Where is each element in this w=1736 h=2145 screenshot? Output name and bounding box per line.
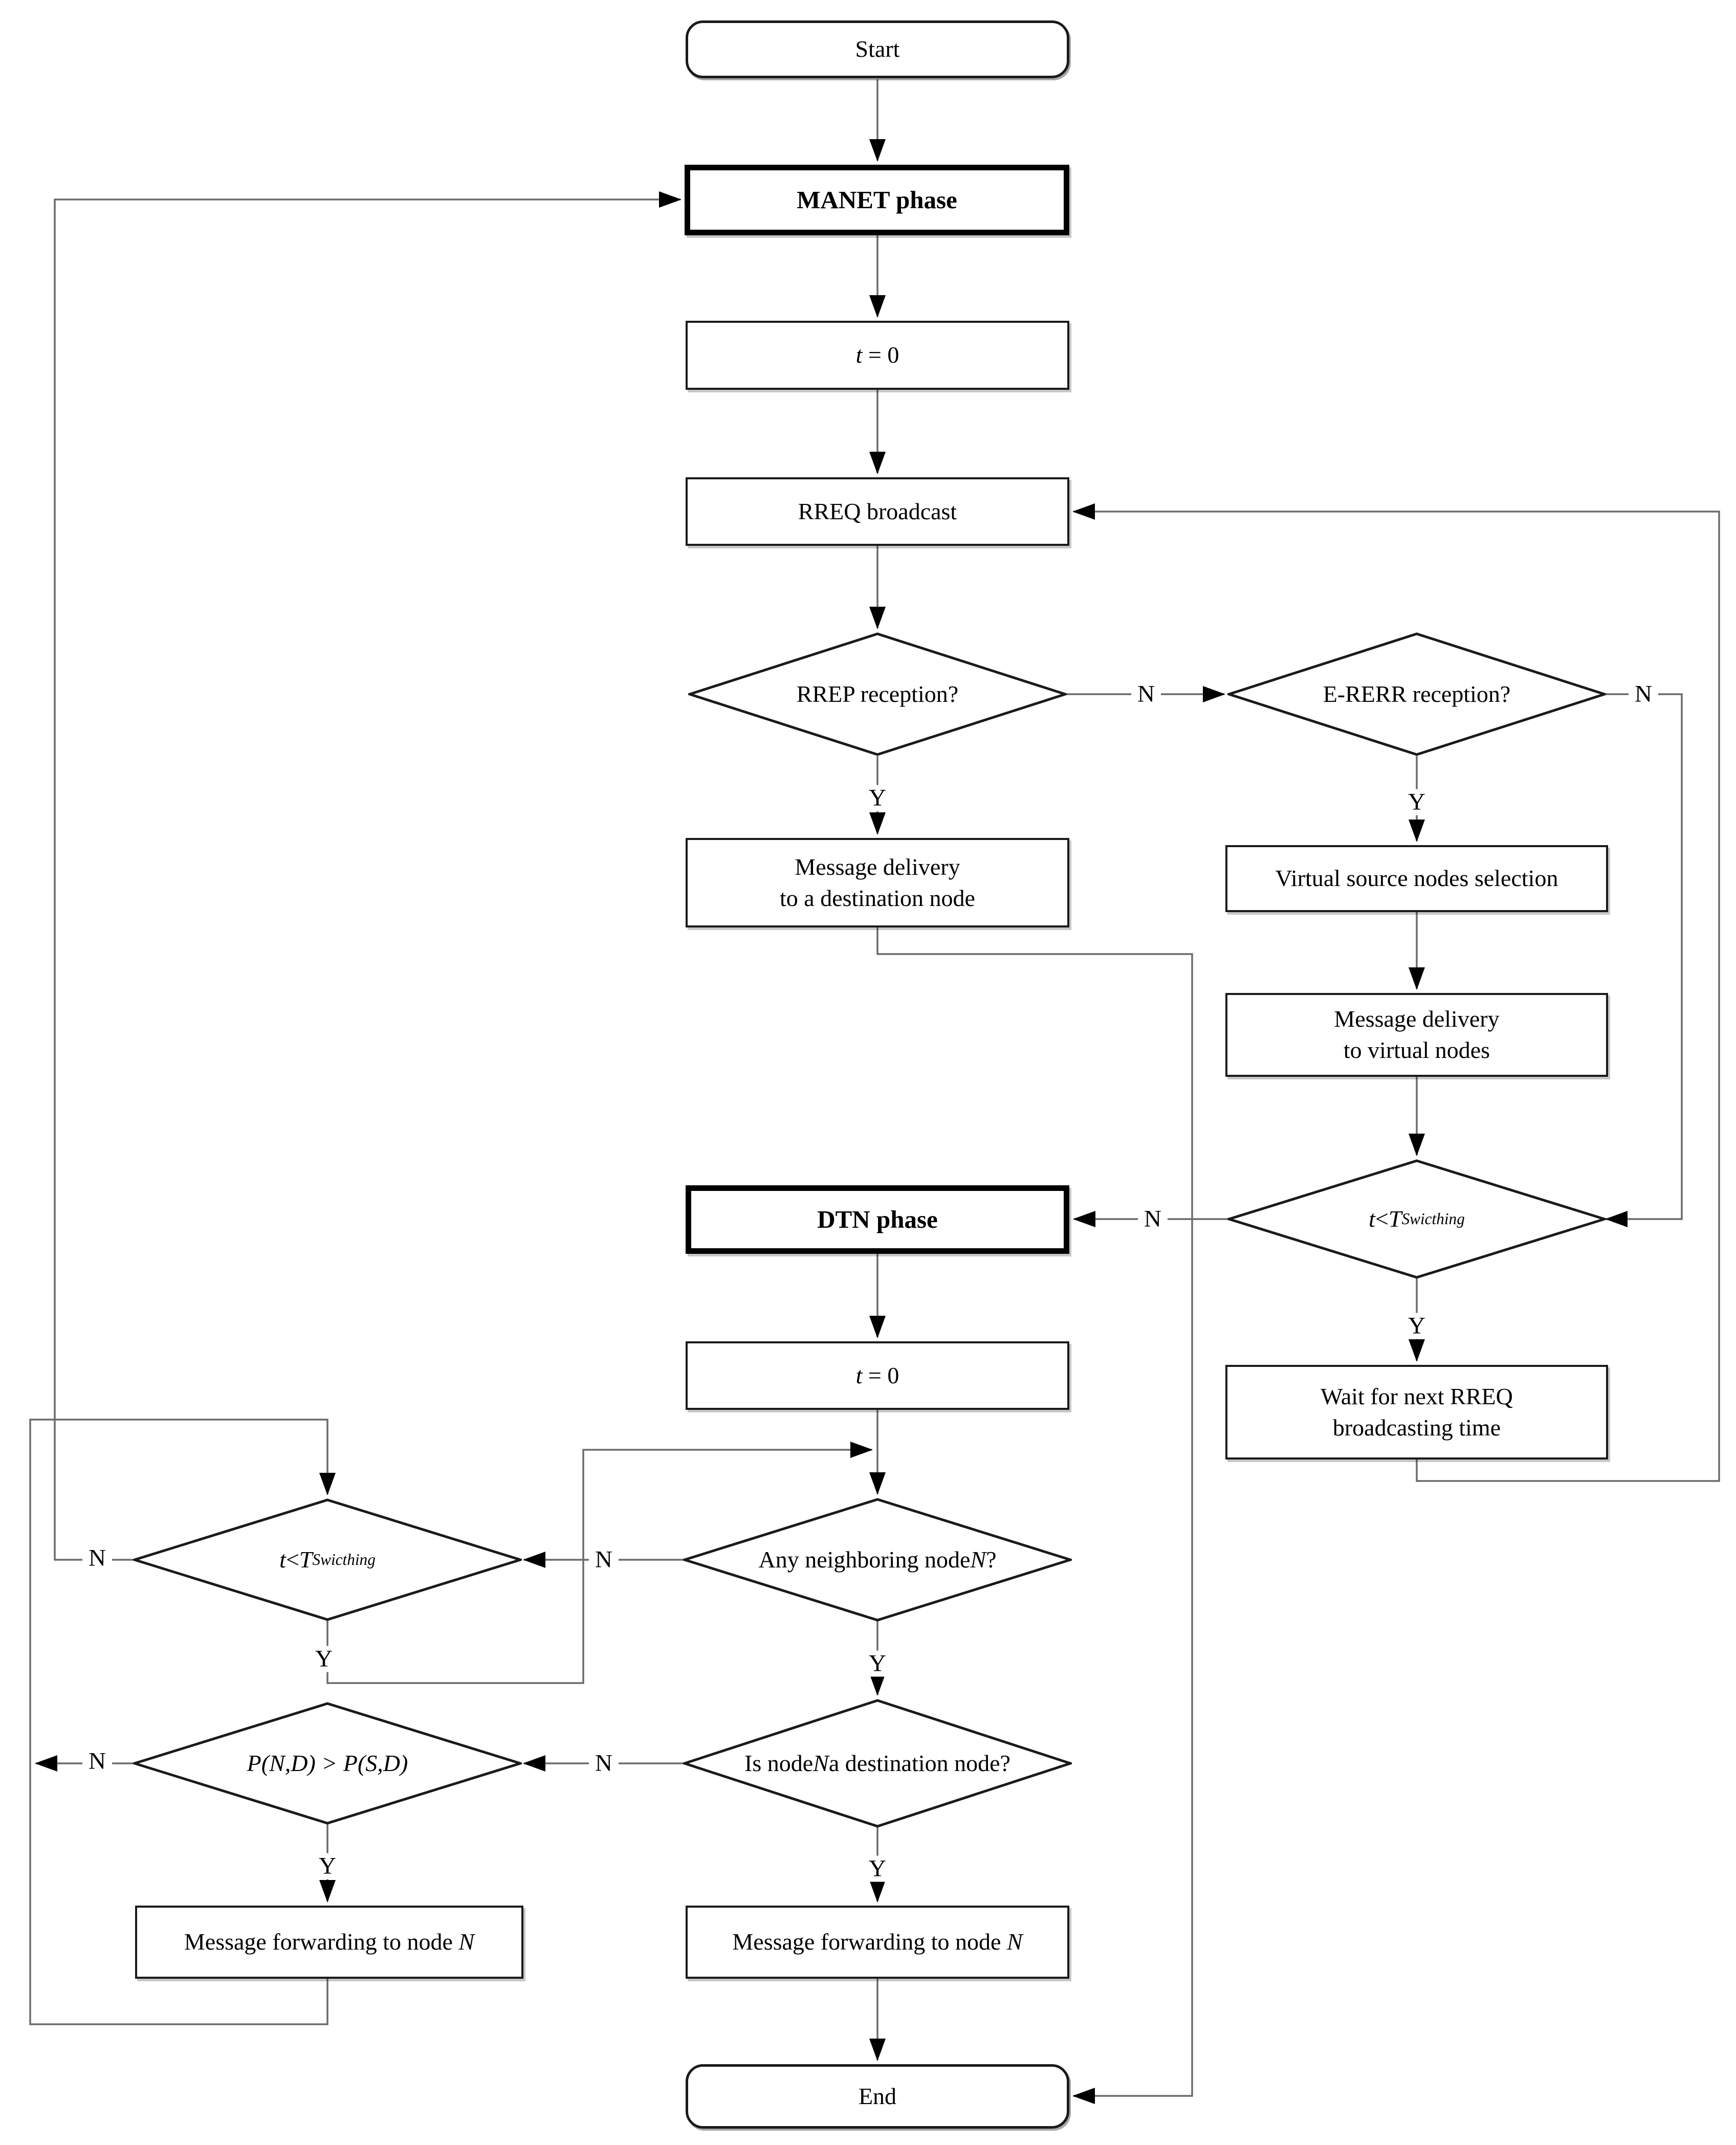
edge-label-ererr-no: N — [1629, 681, 1658, 707]
label-segment: Message delivery — [795, 853, 960, 880]
label-segment: t — [1369, 1206, 1375, 1232]
edge-wait-loop-to-rreq — [1072, 503, 1720, 1482]
decision-rrep-reception: RREP reception? — [688, 632, 1067, 756]
node-t-zero-dtn: t = 0 — [686, 1341, 1069, 1410]
decision-ererr-reception-label: E-RERR reception? — [1323, 681, 1511, 707]
node-rreq-broadcast: RREQ broadcast — [686, 477, 1069, 546]
edge-label-rrep-no: N — [1131, 681, 1161, 707]
label-segment: Swicthing — [312, 1551, 376, 1569]
decision-tswitching-left-shape — [133, 1498, 522, 1621]
node-virtual-source-selection-label: Virtual source nodes selection — [1275, 865, 1558, 892]
label-segment: P(N,D) > P(S,D) — [247, 1750, 408, 1777]
node-rreq-broadcast-label: RREQ broadcast — [798, 498, 957, 524]
label-segment: = 0 — [862, 1362, 899, 1388]
label-segment: a destination node? — [828, 1750, 1010, 1777]
decision-rrep-reception-label: RREP reception? — [796, 681, 959, 707]
decision-prob-compare-label: P(N,D) > P(S,D) — [133, 1702, 522, 1825]
node-dtn-phase: DTN phase — [686, 1185, 1069, 1254]
node-wait-next-rreq: Wait for next RREQ broadcasting time — [1225, 1365, 1608, 1460]
edge-label-destination-no: N — [589, 1750, 619, 1777]
edge-ererr-no-to-tswitching-right — [1605, 693, 1683, 1227]
label-segment: T — [1388, 1206, 1402, 1232]
node-t-zero-manet-label: t = 0 — [856, 340, 899, 371]
label-segment: ? — [986, 1546, 997, 1573]
decision-is-destination-node-shape — [683, 1699, 1072, 1828]
label-segment: t — [855, 342, 863, 368]
label-segment: = 0 — [862, 342, 899, 368]
edge-label-prob-no: N — [82, 1748, 112, 1775]
label-segment: broadcasting time — [1332, 1414, 1501, 1441]
edge-delivery-destination-to-end — [876, 927, 1193, 2104]
label-segment: t — [855, 1362, 863, 1388]
node-wait-next-rreq-label: Wait for next RREQ broadcasting time — [1321, 1381, 1513, 1443]
decision-any-neighboring-node: Any neighboring node N? — [683, 1498, 1072, 1622]
label-segment: N — [1006, 1929, 1023, 1955]
node-virtual-source-selection: Virtual source nodes selection — [1225, 845, 1608, 912]
node-end-label: End — [858, 2083, 897, 2109]
label-segment: T — [299, 1546, 313, 1573]
decision-prob-compare-shape — [133, 1702, 522, 1825]
decision-any-neighboring-node-label: Any neighboring node N? — [683, 1498, 1072, 1622]
decision-ererr-reception: E-RERR reception? — [1227, 632, 1606, 756]
node-t-zero-manet: t = 0 — [686, 321, 1069, 390]
node-message-forwarding-center: Message forwarding to node N — [686, 1906, 1069, 1979]
label-segment: Swicthing — [1401, 1210, 1465, 1228]
edge-label-neighbor-yes: Y — [863, 1650, 892, 1677]
node-t-zero-dtn-label: t = 0 — [856, 1360, 899, 1391]
label-segment: N — [458, 1929, 475, 1955]
node-message-delivery-virtual: Message delivery to virtual nodes — [1225, 993, 1608, 1077]
decision-ererr-reception-shape — [1227, 632, 1606, 756]
label-segment: N — [970, 1546, 986, 1573]
label-segment: < — [1375, 1206, 1389, 1232]
node-start: Start — [686, 20, 1069, 78]
node-end: End — [686, 2064, 1069, 2129]
edge-label-destination-yes: Y — [863, 1855, 892, 1882]
label-segment: to a destination node — [780, 884, 975, 911]
label-segment: Message forwarding to node — [732, 1929, 1007, 1955]
edge-label-neighbor-no: N — [589, 1546, 619, 1573]
edge-forwarding-left-loop-to-tswitching-left — [29, 1419, 336, 2025]
node-message-delivery-destination: Message delivery to a destination node — [686, 838, 1069, 927]
decision-any-neighboring-node-shape — [683, 1498, 1072, 1622]
node-message-forwarding-center-label: Message forwarding to node N — [732, 1927, 1022, 1958]
edge-tswitching-left-no-to-manet — [54, 191, 682, 1561]
label-segment: Message forwarding to node — [184, 1929, 459, 1955]
decision-rrep-reception-shape — [688, 632, 1067, 756]
label-segment: Message delivery — [1334, 1006, 1500, 1032]
node-manet-phase-label: MANET phase — [797, 185, 957, 214]
node-manet-phase: MANET phase — [685, 165, 1069, 235]
label-segment: Any neighboring node — [758, 1546, 971, 1573]
edge-label-ererr-yes: Y — [1402, 789, 1432, 815]
label-segment: to virtual nodes — [1343, 1037, 1490, 1063]
edge-label-tswitching-left-no: N — [82, 1545, 112, 1572]
edge-label-rrep-yes: Y — [863, 785, 892, 811]
edge-label-prob-yes: Y — [313, 1853, 342, 1879]
decision-tswitching-right-shape — [1227, 1159, 1606, 1279]
node-message-forwarding-left: Message forwarding to node N — [135, 1906, 523, 1979]
node-dtn-phase-label: DTN phase — [817, 1205, 938, 1233]
label-segment: Is node — [744, 1750, 814, 1777]
edge-label-tswitching-left-yes: Y — [309, 1646, 339, 1672]
edge-label-tswitching-right-no: N — [1138, 1206, 1168, 1232]
label-segment: < — [285, 1546, 299, 1573]
edge-label-tswitching-right-yes: Y — [1402, 1313, 1432, 1339]
label-segment: Wait for next RREQ — [1321, 1383, 1513, 1409]
decision-prob-compare: P(N,D) > P(S,D) — [133, 1702, 522, 1825]
label-segment: t — [279, 1546, 286, 1573]
label-segment: N — [813, 1750, 829, 1777]
node-message-forwarding-left-label: Message forwarding to node N — [184, 1927, 474, 1958]
node-start-label: Start — [855, 36, 900, 62]
node-message-delivery-virtual-label: Message delivery to virtual nodes — [1334, 1004, 1499, 1066]
node-message-delivery-destination-label: Message delivery to a destination node — [780, 852, 975, 914]
